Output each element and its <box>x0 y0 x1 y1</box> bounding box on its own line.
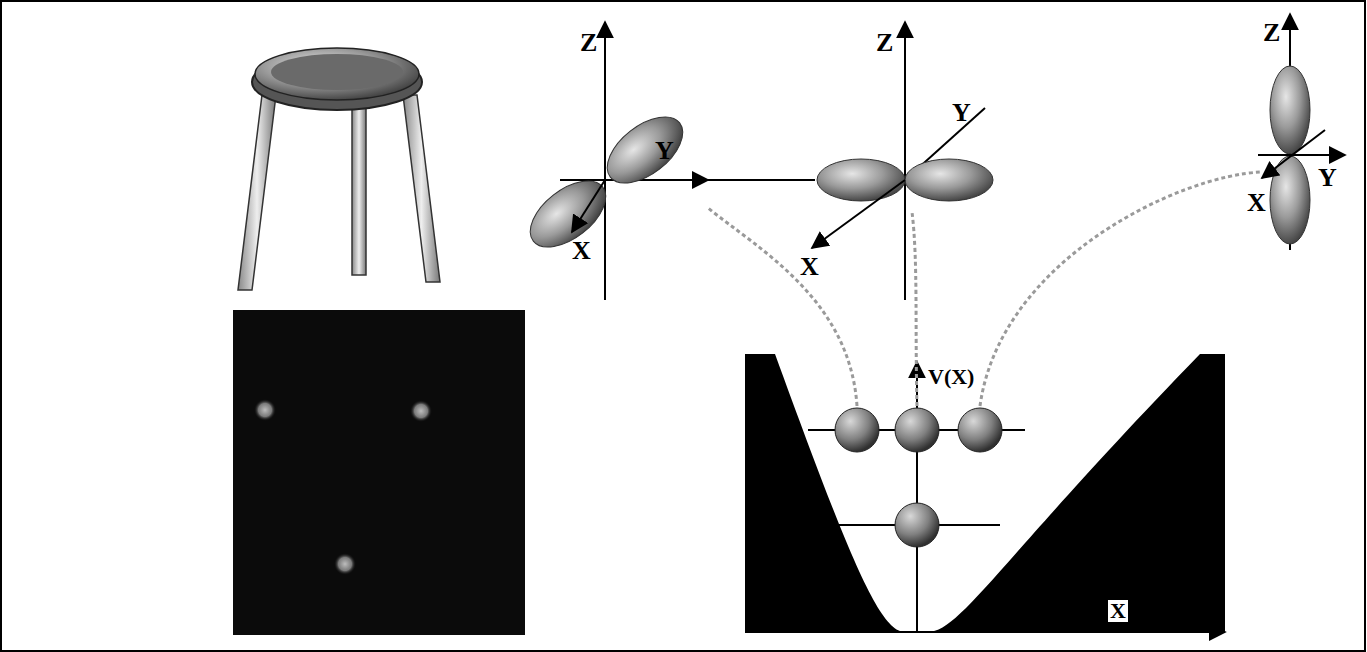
axis-label: X <box>572 238 591 264</box>
ion-photo <box>233 310 525 635</box>
axis-label: X <box>1108 600 1128 622</box>
orbital-z <box>1258 14 1345 250</box>
axis-label: Z <box>580 30 597 56</box>
axis-label: Z <box>876 30 893 56</box>
orbital-x <box>519 22 708 300</box>
potential-well <box>745 354 1225 632</box>
axis-label: X <box>1247 190 1266 216</box>
leader-lines <box>708 172 1262 406</box>
stool <box>238 48 440 290</box>
axis-label: Y <box>1318 165 1337 191</box>
orbital-y <box>708 22 993 300</box>
axis-label: Y <box>655 138 674 164</box>
axis-label: X <box>800 254 819 280</box>
potential-label: V(X) <box>928 366 974 388</box>
axis-label: Y <box>952 100 971 126</box>
axis-label: Z <box>1263 20 1280 46</box>
